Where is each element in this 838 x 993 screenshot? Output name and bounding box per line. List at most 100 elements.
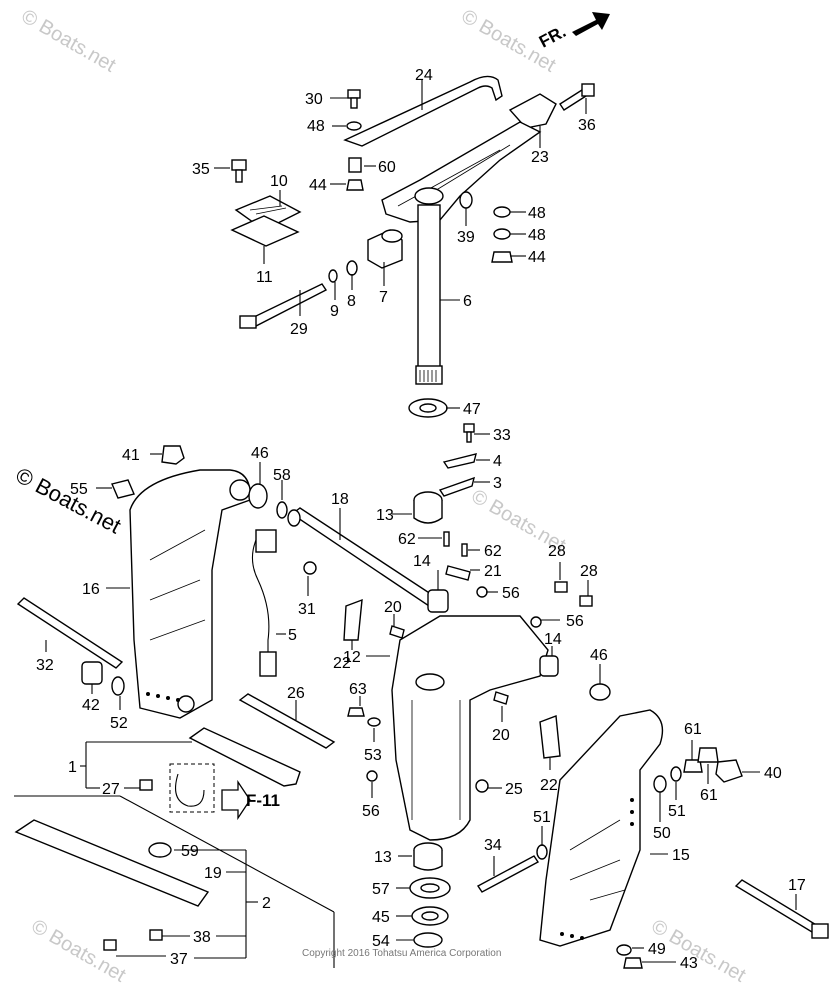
part-5-switch: [255, 529, 277, 553]
reference-label: F-11: [246, 791, 280, 810]
callout-50: 50: [653, 825, 671, 842]
callout-42: 42: [82, 697, 100, 714]
part-26-rod: [238, 693, 336, 749]
copyright-text: Copyright 2016 Tohatsu America Corporati…: [302, 948, 501, 959]
part-5-connector: [259, 651, 277, 677]
part-24-arm: [343, 75, 503, 147]
callout-10: 10: [270, 173, 288, 190]
callout-60: 60: [378, 159, 396, 176]
part-60-collar: [348, 157, 362, 173]
callout-20: 20: [384, 599, 402, 616]
part-48-washer: [346, 121, 362, 131]
callout-15: 15: [672, 847, 690, 864]
callout-labels: 24 30 48 60 44 35 10 11 29 9 8 7 6 39 48…: [36, 67, 806, 972]
callout-56: 56: [566, 613, 584, 630]
part-22-arm-right: [539, 715, 561, 759]
callout-4: 4: [493, 453, 502, 470]
callout-23: 23: [531, 149, 549, 166]
part-16-clamp-bracket-left: [129, 469, 251, 719]
callout-8: 8: [347, 293, 356, 310]
callout-61: 61: [700, 787, 718, 804]
callout-14: 14: [413, 553, 431, 570]
callout-61: 61: [684, 721, 702, 738]
part-44-nut: [346, 179, 364, 191]
part-55-clip: [111, 479, 135, 499]
callout-18: 18: [331, 491, 349, 508]
callout-14: 14: [544, 631, 562, 648]
callout-27: 27: [102, 781, 120, 798]
callout-37: 37: [170, 951, 188, 968]
callout-9: 9: [330, 303, 339, 320]
callout-32: 32: [36, 657, 54, 674]
callout-62: 62: [484, 543, 502, 560]
callout-48: 48: [307, 118, 325, 135]
callout-41: 41: [122, 447, 140, 464]
callout-17: 17: [788, 877, 806, 894]
callout-13: 13: [376, 507, 394, 524]
part-11-plate: [230, 215, 300, 247]
callout-46: 46: [590, 647, 608, 664]
callout-35: 35: [192, 161, 210, 178]
callout-49: 49: [648, 941, 666, 958]
part-42-bushing: [81, 661, 103, 685]
callout-48: 48: [528, 205, 546, 222]
callout-13: 13: [374, 849, 392, 866]
part-4-plate: [442, 453, 477, 469]
callout-34: 34: [484, 837, 502, 854]
callout-28: 28: [548, 543, 566, 560]
callout-46: 46: [251, 445, 269, 462]
callout-58: 58: [273, 467, 291, 484]
part-59-collar: [148, 842, 172, 858]
callout-19: 19: [204, 865, 222, 882]
callout-62: 62: [398, 531, 416, 548]
part-29-bolt: [251, 283, 328, 327]
callout-22: 22: [540, 777, 558, 794]
callout-7: 7: [379, 289, 388, 306]
part-32-bolt: [16, 597, 124, 669]
callout-3: 3: [493, 475, 502, 492]
callout-51: 51: [668, 803, 686, 820]
part-steering-arm: [381, 121, 542, 223]
part-8-washer: [346, 260, 358, 276]
callout-44: 44: [528, 249, 546, 266]
callout-45: 45: [372, 909, 390, 926]
callout-2: 2: [262, 895, 271, 912]
callout-40: 40: [764, 765, 782, 782]
part-15-clamp-bracket-right: [539, 709, 664, 947]
lower-parts: F-11: [14, 709, 829, 969]
swivel-bracket-assembly: [16, 423, 611, 841]
callout-54: 54: [372, 933, 390, 950]
callout-52: 52: [110, 715, 128, 732]
part-9-washer: [328, 269, 338, 283]
callout-16: 16: [82, 581, 100, 598]
callout-12: 12: [343, 649, 361, 666]
arrow-icon: [572, 12, 610, 36]
callout-5: 5: [288, 627, 297, 644]
callout-24: 24: [415, 67, 433, 84]
callout-25: 25: [505, 781, 523, 798]
callout-22: 22: [333, 655, 351, 672]
part-19-plate: [14, 819, 210, 907]
part-6-shaft: [417, 204, 441, 371]
callout-30: 30: [305, 91, 323, 108]
part-29-head: [239, 315, 257, 329]
callout-1: 1: [68, 759, 77, 776]
callout-38: 38: [193, 929, 211, 946]
callout-33: 33: [493, 427, 511, 444]
callout-56: 56: [502, 585, 520, 602]
front-direction-arrow: FR.: [536, 12, 610, 52]
part-1-plate: [188, 727, 301, 787]
callout-11: 11: [256, 269, 273, 286]
steering-arm-assembly: [230, 75, 595, 418]
callout-20: 20: [492, 727, 510, 744]
callout-43: 43: [680, 955, 698, 972]
part-3-plate: [438, 476, 475, 497]
callout-44: 44: [309, 177, 327, 194]
callout-31: 31: [298, 601, 316, 618]
callout-53: 53: [364, 747, 382, 764]
callout-56: 56: [362, 803, 380, 820]
callout-57: 57: [372, 881, 390, 898]
part-41-nut: [161, 445, 185, 465]
part-13-bushing: [413, 500, 443, 524]
